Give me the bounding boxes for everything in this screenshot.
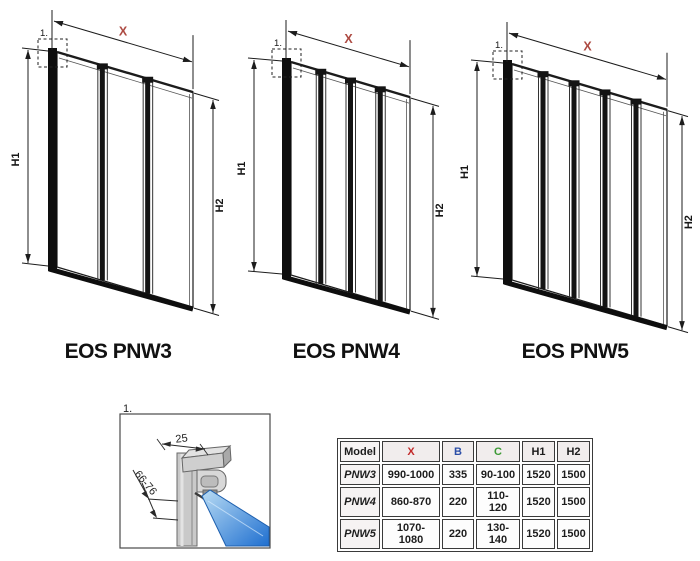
dim-h1-label: H1 <box>459 165 471 179</box>
detail-frame <box>119 413 271 549</box>
dim-x-label: X <box>119 24 128 38</box>
cell-c: 130-140 <box>476 519 520 549</box>
detail-profile-graphics <box>176 444 232 547</box>
cell-h2: 1500 <box>557 487 590 517</box>
table-row-pnw5: PNW5 1070-1080 220 130-140 1520 1500 <box>340 519 590 549</box>
cell-h2: 1500 <box>557 519 590 549</box>
detail-dimensions <box>132 438 209 521</box>
column-header-x: X <box>382 441 440 462</box>
dim-h2-label: H2 <box>683 215 695 229</box>
dim-h2-label: H2 <box>434 203 446 217</box>
column-header-c: C <box>476 441 520 462</box>
cell-model: PNW5 <box>340 519 380 549</box>
dim-h2-label: H2 <box>214 198 226 212</box>
dim-x-label: X <box>583 39 592 53</box>
column-header-h1: H1 <box>522 441 555 462</box>
cell-model: PNW4 <box>340 487 380 517</box>
detail-glass <box>194 489 270 547</box>
cell-x: 860-870 <box>382 487 440 517</box>
table-row-pnw3: PNW3 990-1000 335 90-100 1520 1500 <box>340 464 590 485</box>
model-label-pnw4: EOS PNW4 <box>292 340 400 363</box>
dim-x-label: X <box>344 32 353 46</box>
cell-h1: 1520 <box>522 487 555 517</box>
cell-h1: 1520 <box>522 519 555 549</box>
column-header-h2: H2 <box>557 441 590 462</box>
cell-x: 1070-1080 <box>382 519 440 549</box>
cell-model: PNW3 <box>340 464 380 485</box>
detail-ref-label: 1. <box>40 28 48 39</box>
column-header-model: Model <box>340 441 380 462</box>
cell-x: 990-1000 <box>382 464 440 485</box>
cell-b: 220 <box>442 519 474 549</box>
cell-c: 90-100 <box>476 464 520 485</box>
detail-drawing: 1. <box>119 403 271 549</box>
column-header-b: B <box>442 441 474 462</box>
detail-ref-label: 1. <box>495 40 503 51</box>
detail-dim-25: 25 <box>175 432 189 445</box>
dim-h1-label: H1 <box>10 152 22 166</box>
cell-h2: 1500 <box>557 464 590 485</box>
table-row-pnw4: PNW4 860-870 220 110-120 1520 1500 <box>340 487 590 517</box>
spec-table: Model X B C H1 H2 PNW3 990-1000 335 90-1… <box>337 438 593 552</box>
model-label-pnw3: EOS PNW3 <box>64 340 172 363</box>
cell-b: 220 <box>442 487 474 517</box>
detail-ref-number: 1. <box>123 403 132 415</box>
detail-ref-label: 1. <box>274 38 282 49</box>
dim-h1-label: H1 <box>236 161 248 175</box>
table-header-row: Model X B C H1 H2 <box>340 441 590 462</box>
cell-b: 335 <box>442 464 474 485</box>
model-label-pnw5: EOS PNW5 <box>521 340 629 363</box>
cell-c: 110-120 <box>476 487 520 517</box>
cell-h1: 1520 <box>522 464 555 485</box>
